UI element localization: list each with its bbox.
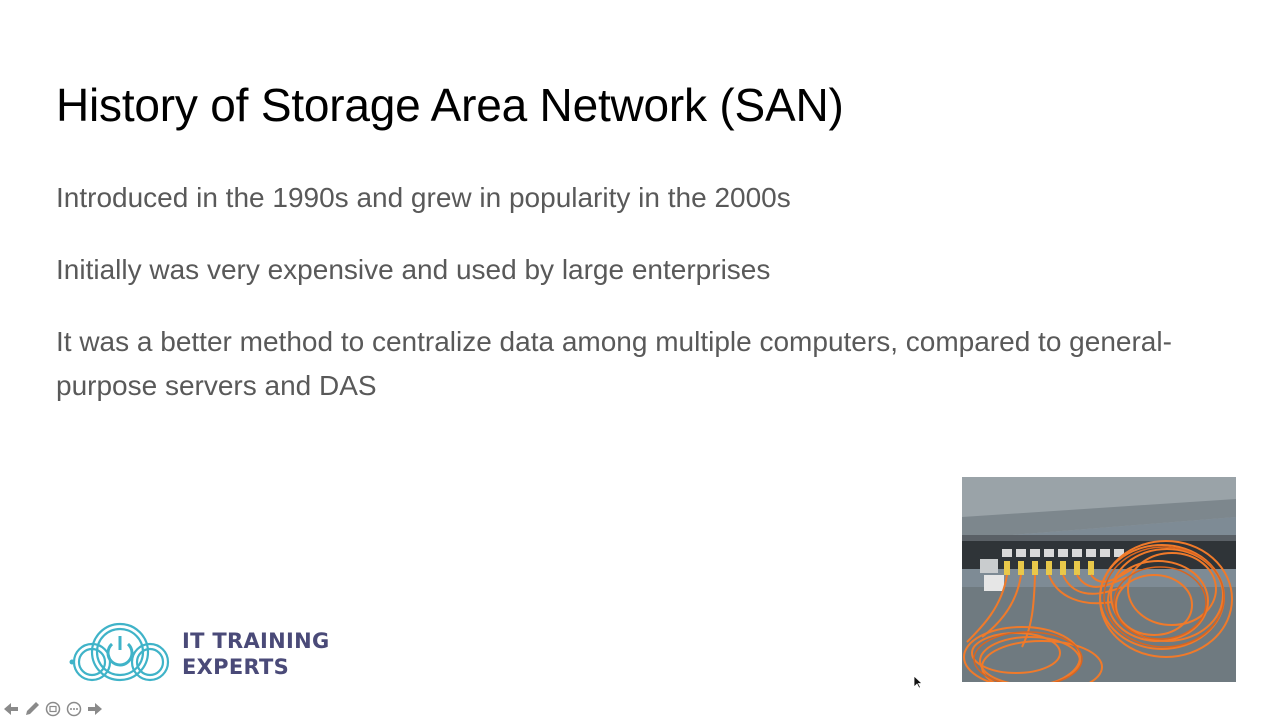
slides-icon[interactable] bbox=[44, 700, 62, 718]
san-switch-photo bbox=[962, 477, 1236, 682]
san-switch-illustration bbox=[962, 477, 1236, 682]
bullet-item: Initially was very expensive and used by… bbox=[56, 254, 771, 285]
power-cloud-icon bbox=[69, 622, 170, 682]
logo-line-1: IT TRAINING bbox=[182, 629, 330, 653]
logo-wordmark: IT TRAINING EXPERTS bbox=[182, 628, 330, 680]
mouse-cursor-icon bbox=[913, 675, 923, 689]
slide-title: History of Storage Area Network (SAN) bbox=[56, 79, 844, 131]
prev-arrow-icon[interactable] bbox=[2, 700, 20, 718]
more-icon[interactable] bbox=[65, 700, 83, 718]
presenter-toolbar bbox=[2, 700, 104, 718]
bullet-item: It was a better method to centralize dat… bbox=[56, 326, 1172, 401]
logo-line-2: EXPERTS bbox=[182, 655, 290, 679]
bullet-item: Introduced in the 1990s and grew in popu… bbox=[56, 182, 791, 213]
bullet-list: Introduced in the 1990s and grew in popu… bbox=[56, 176, 1226, 436]
company-logo: IT TRAINING EXPERTS bbox=[68, 620, 338, 686]
next-arrow-icon[interactable] bbox=[86, 700, 104, 718]
pen-icon[interactable] bbox=[23, 700, 41, 718]
